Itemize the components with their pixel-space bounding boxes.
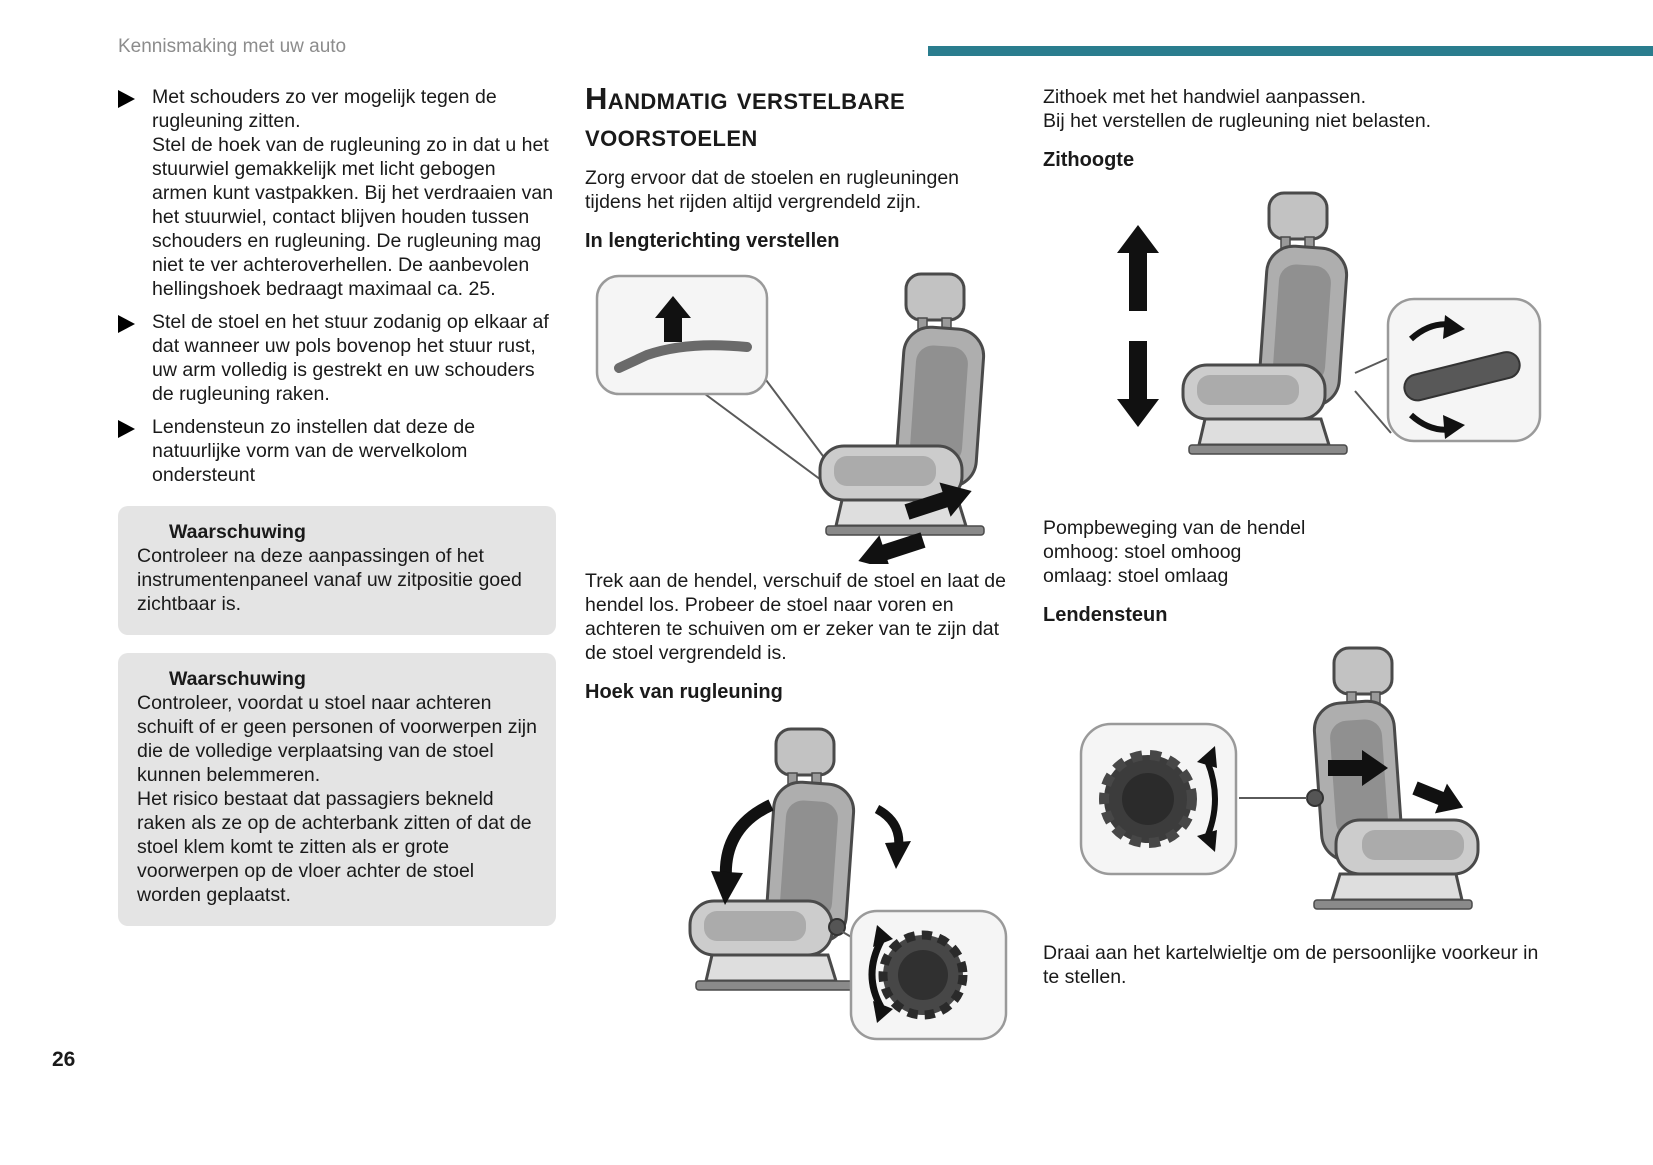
lever-up-arrowhead-icon: [1443, 314, 1465, 339]
section-title: Handmatig verstelbare voorstoelen: [585, 81, 906, 154]
seat-height-text: Pompbeweging van de hendel omhoog: stoel…: [1043, 516, 1306, 587]
pump-lever-icon: [1403, 351, 1521, 402]
rotate-up-arrowhead-icon: [1197, 745, 1217, 768]
up-arrow-icon: [655, 296, 691, 343]
lumbar-knob-center-icon: [1122, 772, 1174, 825]
page-number: 26: [52, 1048, 76, 1071]
lumbar-heading: Lendensteun: [1043, 603, 1168, 626]
length-adjust-text: Trek aan de hendel, verschuif de stoel e…: [585, 570, 1006, 665]
bullet-item: Stel de stoel en het stuur zodanig op el…: [118, 311, 556, 407]
left-column: Met schouders zo ver mogelijk tegen de r…: [118, 86, 556, 926]
section-intro: Zorg ervoor dat de stoelen en rugleuning…: [585, 167, 960, 214]
bullet-text: Stel de stoel en het stuur zodanig op el…: [152, 310, 549, 405]
lumbar-knob-dot-icon: [1306, 788, 1324, 807]
bullet-item: Lendensteun zo instellen dat deze de nat…: [118, 416, 556, 488]
length-adjust-heading: In lengterichting verstellen: [585, 230, 840, 253]
seat-side-illustration: [688, 727, 857, 992]
warning-box: Waarschuwing Controleer, voordat u stoel…: [118, 652, 556, 926]
page-header: Kennismaking met uw auto: [118, 36, 347, 57]
bullet-text: Met schouders zo ver mogelijk tegen de r…: [152, 86, 554, 300]
accent-bar: [928, 46, 1653, 56]
up-arrow-icon: [1117, 224, 1159, 311]
rotate-up-arrowhead-icon: [873, 925, 893, 948]
rotate-arrows-icon: [868, 939, 885, 1009]
tilt-forward-arrowhead-icon: [711, 871, 743, 906]
figure-length-adjust: [585, 262, 1015, 565]
warning-text: Controleer, voordat u stoel naar achtere…: [137, 691, 537, 906]
middle-column: Handmatig verstelbare voorstoelen Zorg e…: [585, 80, 1015, 1051]
arrow-bullet-icon: [118, 86, 140, 302]
slide-back-arrow-icon: [858, 532, 926, 565]
rotate-down-arrowhead-icon: [873, 1001, 893, 1024]
seat-side-illustration: [1311, 646, 1480, 911]
bullet-text: Lendensteun zo instellen dat deze de nat…: [152, 415, 476, 486]
seat-height-heading: Zithoogte: [1043, 148, 1135, 171]
rotate-down-arrowhead-icon: [1197, 829, 1217, 852]
backrest-angle-heading: Hoek van rugleuning: [585, 681, 783, 704]
warning-box: Waarschuwing Controleer na deze aanpassi…: [118, 505, 556, 635]
figure-seat-height: [1043, 181, 1550, 511]
tilt-forward-arrow-icon: [719, 799, 774, 880]
slide-forward-arrow-icon: [904, 482, 972, 520]
arrow-bullet-icon: [118, 311, 140, 407]
release-handle-icon: [614, 340, 752, 374]
warning-title: Waarschuwing: [169, 667, 306, 690]
right-column: Zithoek met het handwiel aanpassen. Bij …: [1043, 86, 1550, 990]
recline-knob-center-icon: [898, 950, 948, 1001]
warning-title: Waarschuwing: [169, 520, 306, 543]
lumbar-out-arrow-icon: [1412, 781, 1464, 814]
down-arrow-icon: [1117, 340, 1159, 427]
lever-down-arrowhead-icon: [1443, 414, 1465, 439]
figure-lumbar-support: [1043, 636, 1550, 936]
tilt-back-arrowhead-icon: [885, 841, 911, 870]
bullet-item: Met schouders zo ver mogelijk tegen de r…: [118, 86, 556, 302]
lumbar-text: Draai aan het kartelwieltje om de persoo…: [1043, 941, 1539, 988]
seat-angle-intro: Zithoek met het handwiel aanpassen. Bij …: [1043, 86, 1432, 132]
seat-side-illustration: [1181, 191, 1350, 456]
callout-leader-line: [1354, 356, 1392, 434]
lumbar-in-arrow-icon: [1328, 749, 1388, 786]
figure-backrest-angle: [585, 713, 1015, 1045]
warning-text: Controleer na deze aanpassingen of het i…: [137, 544, 522, 615]
arrow-bullet-icon: [118, 416, 140, 488]
